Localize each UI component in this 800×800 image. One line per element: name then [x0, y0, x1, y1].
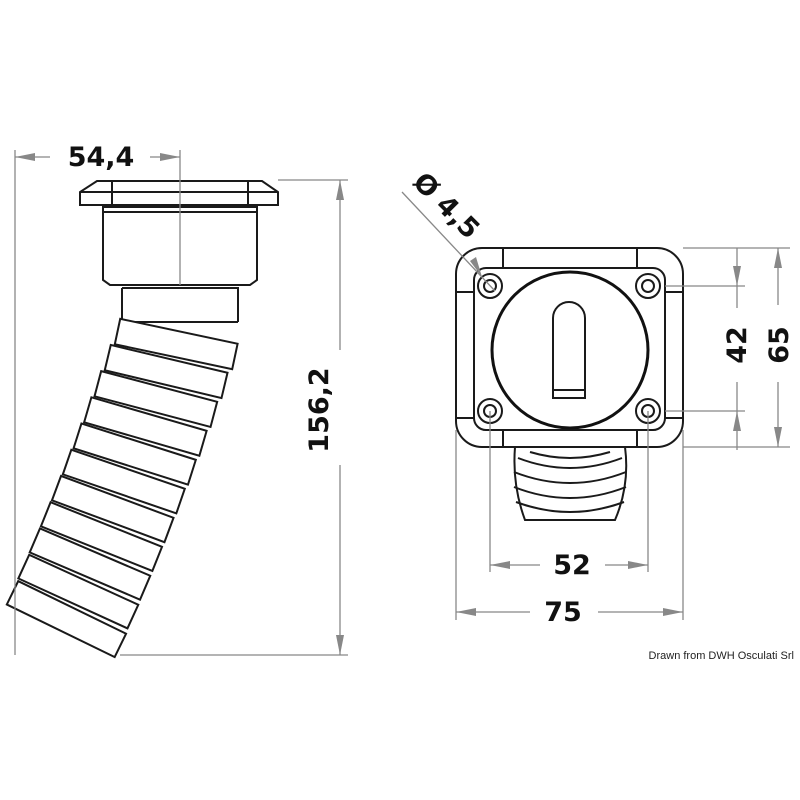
hose-ring	[61, 448, 187, 515]
screw-hole	[477, 273, 503, 299]
credit-text: Drawn from DWH Osculati Srl	[648, 650, 794, 662]
dimension-plate-height: 65	[683, 247, 795, 448]
cap-disc	[490, 270, 650, 430]
dimension-label: 42	[722, 326, 753, 364]
screw-hole	[635, 273, 661, 299]
hose-ring	[39, 500, 164, 573]
hose-ring	[72, 422, 198, 486]
cap-slot	[552, 301, 586, 399]
dimension-label: 156,2	[304, 367, 335, 452]
inner-plate	[473, 267, 666, 431]
hose-ring	[28, 527, 152, 601]
dimension-hole-spacing-horizontal: 52	[489, 411, 649, 581]
dimension-hole-spacing-vertical: 42	[665, 248, 753, 450]
hose-ring	[82, 396, 208, 458]
side-view	[5, 180, 279, 659]
neck	[121, 287, 239, 323]
hose-ring	[93, 369, 219, 429]
dimension-plate-width: 75	[455, 430, 684, 628]
hose-ring	[5, 579, 128, 659]
bellows	[513, 446, 628, 521]
hose-ring	[113, 317, 239, 371]
flange	[79, 180, 279, 206]
dimension-label: Ø 4,5	[407, 167, 486, 246]
dimension-label: 65	[764, 326, 795, 364]
dimension-label: 75	[544, 597, 582, 628]
dimension-flange-width: 54,4	[14, 142, 181, 655]
dimension-label: 54,4	[68, 142, 135, 173]
corrugated-hose	[5, 317, 239, 659]
dimension-label: 52	[553, 550, 591, 581]
dimension-total-height: 156,2	[120, 179, 350, 656]
hose-ring	[50, 474, 175, 544]
hose-ring	[103, 343, 229, 400]
hose-ring	[17, 553, 140, 630]
